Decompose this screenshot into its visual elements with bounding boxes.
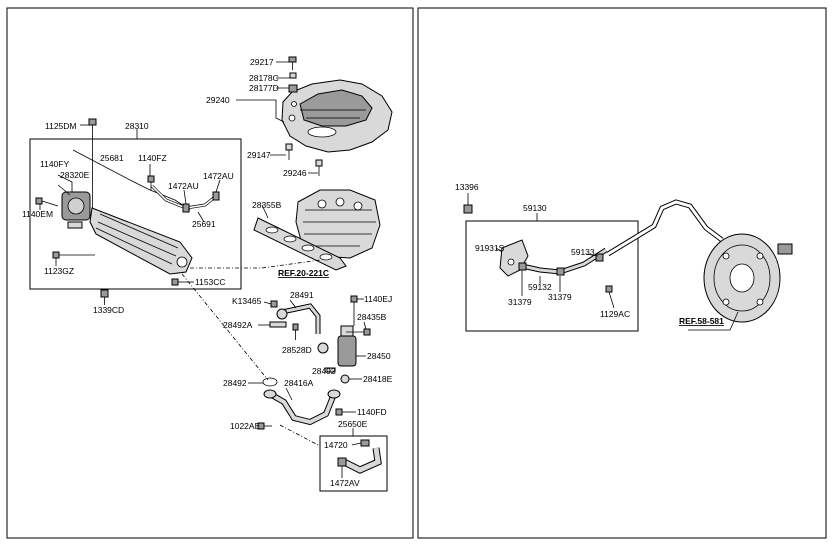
label-1140ej: 1140EJ: [364, 294, 392, 304]
bolt-1153cc: [171, 278, 179, 286]
label-28177d: 28177D: [249, 83, 279, 93]
bolt-28528d: [292, 323, 299, 340]
label-1140fy: 1140FY: [40, 159, 69, 169]
label-k13465: K13465: [232, 296, 262, 306]
vacuum-hose-box-59130: [465, 220, 639, 332]
egr-tube-28416a: [263, 389, 341, 426]
label-1123gz: 1123GZ: [44, 266, 74, 276]
gasket-28492a: [269, 321, 287, 328]
label-25650e: 25650E: [338, 419, 368, 429]
bolt-1140em: [35, 197, 59, 207]
label-29217: 29217: [250, 57, 274, 67]
label-59132: 59132: [528, 282, 552, 292]
nut-1339cd: [100, 289, 109, 298]
clamp-14720: [360, 439, 370, 447]
clamp-31379-a: [518, 262, 527, 271]
label-28310: 28310: [125, 121, 149, 131]
cover-grommet-28177d: [288, 84, 298, 93]
label-14720: 14720: [324, 440, 348, 450]
label-1022ae: 1022AE: [230, 421, 261, 431]
engine-cover: [281, 79, 393, 153]
label-28492a: 28492A: [223, 320, 253, 330]
bolt-1140fz: [147, 175, 155, 190]
egr-pipe-28491: [276, 303, 321, 334]
cylinder-head: [295, 189, 381, 259]
bolt-k13465: [270, 300, 278, 308]
clamp-1472au-a: [182, 203, 190, 213]
label-1472au-b: 1472AU: [203, 171, 234, 181]
label-1153cc: 1153CC: [195, 277, 226, 287]
label-28492-b: 28492: [223, 378, 247, 388]
label-25681: 25681: [100, 153, 124, 163]
bolt-28435b: [346, 328, 371, 336]
label-ref-20-221c: REF.20-221C: [278, 268, 329, 278]
ring-28528d: [317, 342, 329, 354]
cover-bolt-29217: [288, 56, 297, 70]
label-1472av: 1472AV: [330, 478, 360, 488]
label-28450: 28450: [367, 351, 391, 361]
label-1140fd: 1140FD: [357, 407, 387, 417]
label-59130: 59130: [523, 203, 547, 213]
label-25691: 25691: [192, 219, 216, 229]
label-28418e: 28418E: [363, 374, 393, 384]
throttle-actuator: [61, 191, 91, 229]
gasket-28492-a: [324, 367, 336, 373]
label-1125dm: 1125DM: [45, 121, 77, 131]
label-28320e: 28320E: [60, 170, 90, 180]
bolt-1123gz: [52, 251, 95, 259]
right-panel-frame: [417, 7, 827, 539]
clamp-1472au-b: [212, 191, 220, 201]
cover-stud-29147: [285, 143, 293, 160]
label-29147: 29147: [247, 150, 271, 160]
check-valve-59133: [595, 253, 604, 262]
label-13396: 13396: [455, 182, 479, 192]
label-28355b: 28355B: [252, 200, 282, 210]
brake-booster: [703, 233, 793, 323]
label-1129ac: 1129AC: [600, 309, 630, 319]
assembly-box-28310: [29, 138, 242, 290]
manifold-gasket: [253, 217, 347, 271]
label-31379-b: 31379: [548, 292, 572, 302]
hose-box-25650e: [319, 435, 388, 492]
label-28492-a: 28492: [312, 366, 336, 376]
label-1339cd: 1339CD: [93, 305, 124, 315]
label-1472au-a: 1472AU: [168, 181, 199, 191]
cover-washer-28178c: [289, 72, 297, 79]
dipstick-rod: [72, 149, 191, 211]
bolt-1140fd: [335, 408, 343, 416]
left-panel-frame: [6, 7, 414, 539]
label-1140fz: 1140FZ: [138, 153, 167, 163]
label-1140em: 1140EM: [22, 209, 53, 219]
label-28528d: 28528D: [282, 345, 312, 355]
clamp-31379-b: [556, 267, 565, 276]
left-panel-labels: 29217 28178C 28177D 29240 29147 29246 11…: [22, 57, 393, 488]
label-28178c: 28178C: [249, 73, 279, 83]
label-28435b: 28435B: [357, 312, 387, 322]
bolt-1129ac: [605, 285, 615, 309]
label-29240: 29240: [206, 95, 230, 105]
label-28416a: 28416A: [284, 378, 314, 388]
label-91931s: 91931S: [475, 243, 505, 253]
label-28491: 28491: [290, 290, 314, 300]
bolt-1125dm: [88, 118, 97, 210]
label-31379-a: 31379: [508, 297, 532, 307]
right-panel-labels: 13396 59130 91931S 59133 59132 31379 313…: [455, 182, 724, 326]
clamp-1472av: [337, 457, 347, 467]
egr-valve-28450: [337, 325, 357, 367]
cover-stud-29246: [315, 159, 323, 176]
hose-25650e: [342, 447, 382, 474]
gasket-28492-b: [262, 377, 278, 387]
gasket-28418e: [340, 374, 350, 384]
bolt-13396: [463, 204, 473, 214]
label-ref-58-581: REF.58-581: [679, 316, 724, 326]
label-29246: 29246: [283, 168, 307, 178]
label-59133: 59133: [571, 247, 595, 257]
